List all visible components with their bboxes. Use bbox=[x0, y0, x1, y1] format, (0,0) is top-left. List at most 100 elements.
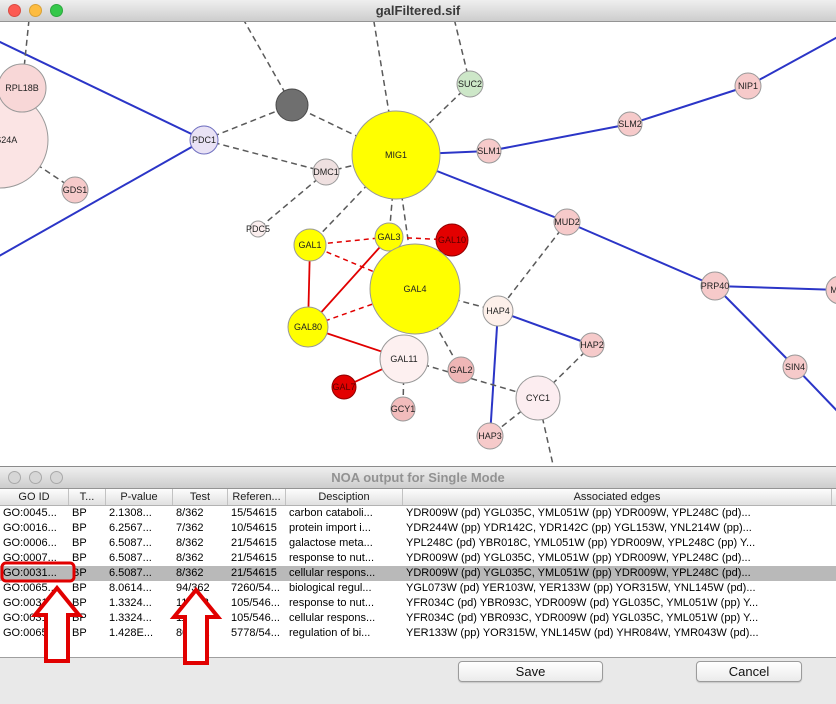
graph-node-dmc1[interactable] bbox=[312, 158, 340, 186]
cell-description: cellular respons... bbox=[289, 567, 376, 579]
graph-node-suc2[interactable] bbox=[456, 70, 484, 98]
cell-type: BP bbox=[72, 552, 87, 564]
column-header-p-value[interactable]: P-value bbox=[106, 489, 173, 505]
graph-node-gcy1[interactable] bbox=[390, 396, 416, 422]
cell-description: carbon cataboli... bbox=[289, 507, 373, 519]
graph-node-prp40[interactable] bbox=[700, 271, 730, 301]
minimize-button[interactable] bbox=[29, 471, 42, 484]
graph-node-sin4[interactable] bbox=[782, 354, 808, 380]
cell-reference: 21/54615 bbox=[231, 537, 277, 549]
column-header-go-id[interactable]: GO ID bbox=[0, 489, 69, 505]
graph-node-mud2[interactable] bbox=[553, 208, 581, 236]
graph-node-nip1[interactable] bbox=[734, 72, 762, 100]
column-header-type[interactable]: T... bbox=[69, 489, 106, 505]
save-button[interactable]: Save bbox=[458, 661, 603, 682]
graph-node-slm2[interactable] bbox=[617, 111, 643, 137]
graph-node-gray1[interactable] bbox=[275, 88, 309, 122]
graph-node-mig1[interactable] bbox=[351, 110, 441, 200]
graph-edge-sin4-edge[interactable] bbox=[794, 366, 836, 440]
graph-edge-mud2-hap4[interactable] bbox=[497, 221, 568, 312]
cell-description: response to nut... bbox=[289, 597, 374, 609]
cell-type: BP bbox=[72, 522, 87, 534]
cell-go-id: GO:0006... bbox=[3, 537, 57, 549]
graph-node-label: MIG1 bbox=[385, 150, 407, 160]
graph-node-label: GDS1 bbox=[63, 185, 88, 195]
graph-node-gal1[interactable] bbox=[293, 228, 327, 262]
cell-type: BP bbox=[72, 597, 87, 609]
graph-edge-mud2-prp40[interactable] bbox=[566, 221, 716, 287]
graph-node-pdc1[interactable] bbox=[189, 125, 219, 155]
cell-reference: 10/54615 bbox=[231, 522, 277, 534]
graph-edge-edge-pdc1[interactable] bbox=[0, 139, 205, 264]
graph-node-gal80[interactable] bbox=[287, 306, 329, 348]
graph-node-hap3[interactable] bbox=[476, 422, 504, 450]
graph-node-hap4[interactable] bbox=[482, 295, 514, 327]
graph-edge-dmc1-pdc5[interactable] bbox=[257, 171, 327, 230]
cell-associated-edges: YGL073W (pd) YER103W, YER133W (pp) YOR31… bbox=[406, 582, 756, 594]
close-button[interactable] bbox=[8, 471, 21, 484]
window-title: NOA output for Single Mode bbox=[331, 470, 505, 485]
graph-edge-nip1-edge[interactable] bbox=[747, 22, 836, 87]
cell-p-value: 6.5087... bbox=[109, 537, 152, 549]
graph-node-gal7[interactable] bbox=[331, 374, 357, 400]
graph-node-label: GAL80 bbox=[294, 322, 322, 332]
graph-edge-edge-gray1[interactable] bbox=[238, 22, 293, 106]
graph-edge-prp40-sin4[interactable] bbox=[714, 285, 796, 368]
graph-node-gal2[interactable] bbox=[447, 356, 475, 384]
column-header-associated-edges[interactable]: Associated edges bbox=[403, 489, 832, 505]
zoom-button[interactable] bbox=[50, 4, 63, 17]
cell-p-value: 1.3324... bbox=[109, 597, 152, 609]
graph-node-rpl18b[interactable] bbox=[0, 63, 47, 113]
column-header-reference[interactable]: Referen... bbox=[228, 489, 286, 505]
graph-edge-pdc1-dmc1[interactable] bbox=[203, 139, 327, 173]
graph-edge-slm1-slm2[interactable] bbox=[488, 123, 631, 152]
cancel-button[interactable]: Cancel bbox=[696, 661, 802, 682]
graph-node-label: GAL7 bbox=[332, 382, 355, 392]
graph-edge-hap4-hap3[interactable] bbox=[489, 310, 499, 437]
graph-edge-slm2-nip1[interactable] bbox=[629, 85, 749, 125]
graph-node-rps24a[interactable] bbox=[0, 91, 49, 189]
graph-node-label: HAP3 bbox=[478, 431, 502, 441]
graph-edge-edge-pdc1[interactable] bbox=[0, 30, 205, 141]
cell-test: 8/362 bbox=[176, 537, 204, 549]
graph-node-hap2[interactable] bbox=[579, 332, 605, 358]
graph-node-cyc1[interactable] bbox=[515, 375, 561, 421]
graph-node-gal10[interactable] bbox=[435, 223, 469, 257]
column-header-test[interactable]: Test bbox=[173, 489, 228, 505]
close-button[interactable] bbox=[8, 4, 21, 17]
graph-node-label: GAL4 bbox=[403, 284, 426, 294]
graph-edge-pdc1-gray1[interactable] bbox=[203, 104, 293, 141]
graph-node-gal4[interactable] bbox=[369, 243, 461, 335]
graph-node-slm1[interactable] bbox=[476, 138, 502, 164]
graph-node-label: GAL2 bbox=[449, 365, 472, 375]
graph-node-msb[interactable] bbox=[825, 276, 836, 304]
graph-edge-prp40-msb[interactable] bbox=[714, 285, 836, 291]
network-window-titlebar: galFiltered.sif bbox=[0, 0, 836, 22]
cell-p-value: 6.5087... bbox=[109, 552, 152, 564]
minimize-button[interactable] bbox=[29, 4, 42, 17]
cell-description: galactose meta... bbox=[289, 537, 373, 549]
column-header-description[interactable]: Desciption bbox=[286, 489, 403, 505]
graph-edge-hap2-hap4[interactable] bbox=[497, 310, 593, 346]
cell-reference: 15/54615 bbox=[231, 507, 277, 519]
cell-associated-edges: YDR244W (pp) YDR142C, YDR142C (pp) YGL15… bbox=[406, 522, 752, 534]
graph-node-pdc5[interactable] bbox=[249, 220, 267, 238]
graph-node-gal3[interactable] bbox=[374, 222, 404, 252]
cell-reference: 105/546... bbox=[231, 597, 280, 609]
graph-node-gds1[interactable] bbox=[61, 176, 89, 204]
network-canvas[interactable]: RPS24ARPL18BGDS1PDC1SUC2MIG1SLM1SLM2NIP1… bbox=[0, 22, 836, 466]
zoom-button[interactable] bbox=[50, 471, 63, 484]
graph-node-gal11[interactable] bbox=[379, 334, 429, 384]
cell-associated-edges: YDR009W (pd) YGL035C, YML051W (pp) YDR00… bbox=[406, 507, 751, 519]
